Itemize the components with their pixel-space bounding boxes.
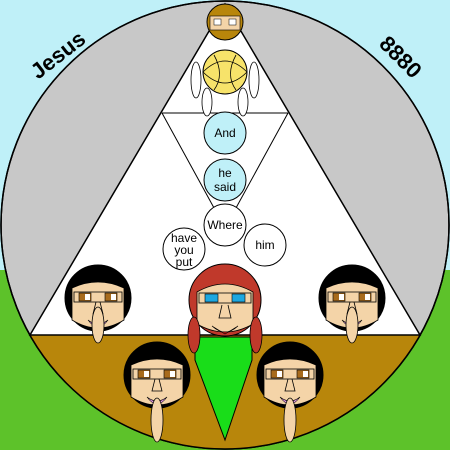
face-right [318,264,386,344]
bubble-he-said-line2: said [214,180,236,194]
face-bottom-left [123,341,191,443]
bubble-and-text: And [214,126,235,140]
bubble-and [203,111,247,155]
bubble-have-you-put [162,227,206,271]
bubble-have-you-put-line3: put [176,255,193,269]
bubble-have-you-put-line1: have [171,231,197,245]
green-robe [194,336,253,442]
face-left [64,264,132,344]
top-figure [206,3,244,41]
bubble-where [203,203,247,247]
bubble-he-said-line1: he [218,166,232,180]
halo-figure [190,49,260,117]
bubble-him [243,223,287,267]
bubble-have-you-put-line2: you [174,243,193,257]
bubble-where-text: Where [207,218,243,232]
face-bottom-right [256,341,324,443]
central-figure [187,263,263,354]
bubble-he-said [203,158,247,202]
bubble-him-text: him [255,238,274,252]
